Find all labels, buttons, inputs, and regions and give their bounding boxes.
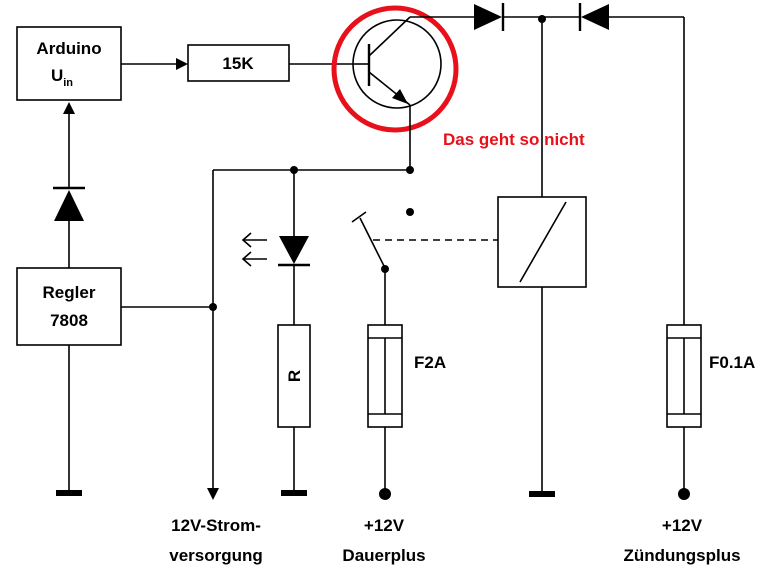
top-diode-1 (474, 3, 505, 31)
light-arrow-1-head (241, 232, 252, 248)
supply-diode-icon (54, 190, 84, 221)
annotation-text: Das geht so nicht (443, 130, 585, 149)
highlight-circle (331, 5, 459, 133)
supply-diode (53, 186, 85, 221)
relay-coil-box (497, 196, 587, 288)
dauerplus-label-line1: +12V (364, 516, 405, 535)
diode-1-icon (474, 4, 502, 30)
supply-label-line1: 12V-Strom- (171, 516, 261, 535)
resistor-r: R (277, 324, 311, 428)
regler-label: Regler (43, 283, 96, 302)
transistor (352, 16, 442, 109)
transistor-collector (368, 16, 411, 57)
switch-tick (351, 211, 367, 223)
resistor-15k-label: 15K (222, 54, 254, 73)
dauerplus-label-line2: Dauerplus (342, 546, 425, 565)
relay (497, 196, 587, 288)
supply-label-line2: versorgung (169, 546, 263, 565)
led-icon (279, 236, 309, 264)
arduino-uin-main: U (51, 66, 63, 85)
resistor-r-label: R (285, 370, 304, 382)
relay-slash (519, 201, 567, 283)
regler-type-label: 7808 (50, 311, 88, 330)
ground-relay-icon (529, 491, 555, 497)
transistor-circle (352, 19, 442, 109)
zuendungsplus-label-line2: Zündungsplus (623, 546, 740, 565)
diode-2-icon (581, 4, 609, 30)
terminal-dauerplus (379, 488, 391, 500)
arduino-uin-sub: in (63, 77, 73, 89)
switch-blade (359, 217, 386, 269)
arduino-label: Arduino (36, 39, 101, 58)
regler-block: Regler 7808 (16, 267, 122, 346)
supply-arrow-icon (207, 488, 219, 500)
fuse-f01a-label: F0.1A (709, 353, 755, 372)
zuendungsplus-label-line1: +12V (662, 516, 703, 535)
regler-box (16, 267, 122, 346)
resistor-15k: 15K (187, 44, 290, 82)
led-light-arrows-icon (241, 232, 267, 267)
fuse-f2a-label: F2A (414, 353, 446, 372)
arduino-uin-label: Uin (51, 66, 73, 89)
resistor-15k-body (187, 44, 290, 82)
arduino-block: Arduino Uin (16, 26, 122, 101)
light-arrow-2-head (241, 251, 252, 267)
led (241, 232, 310, 267)
relay-switch (351, 211, 389, 273)
top-diode-2 (578, 3, 609, 31)
fuse-f01a (666, 324, 702, 428)
ground-r-icon (281, 490, 307, 496)
arrow-to-arduino-icon (63, 102, 75, 114)
terminal-zuendungsplus (678, 488, 690, 500)
switch-contact-top (406, 208, 414, 216)
arrow-to-resistor-icon (176, 58, 188, 70)
fuse-f2a (367, 324, 403, 428)
arduino-box (16, 26, 122, 101)
resistor-r-body (277, 324, 311, 428)
ground-regler-icon (56, 490, 82, 496)
emitter-arrow-icon (392, 89, 408, 104)
